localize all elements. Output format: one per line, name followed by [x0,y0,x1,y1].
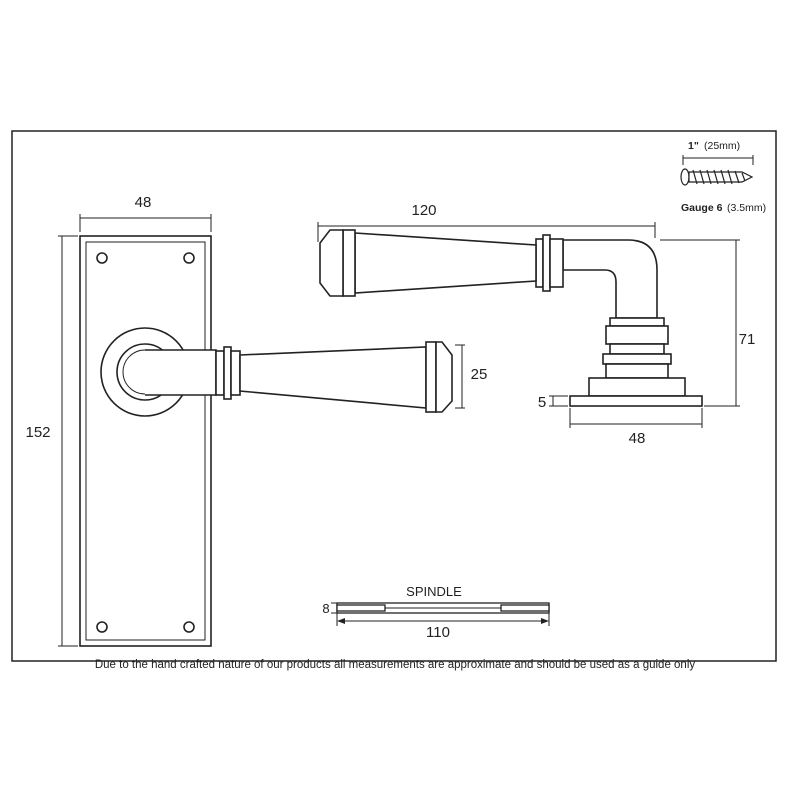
footer-disclaimer: Due to the hand crafted nature of our pr… [95,659,696,671]
screw-length-dimension [682,155,754,165]
spindle-label: SPINDLE [406,584,462,599]
lever-length-dimension [317,222,656,242]
backplate-front-view [79,235,212,647]
screw-gauge-label: Gauge 6 [681,202,723,214]
spindle-drawing [336,602,550,614]
rose-thickness-label: 5 [538,394,546,411]
lever-length-label: 120 [411,202,436,219]
screw-hole [183,252,195,264]
rose-diameter-dimension [569,408,703,428]
screw-hole [96,621,108,633]
plate-width-label: 48 [135,194,152,211]
lever-height-label: 71 [739,331,756,348]
screw-length-mm-label: (25mm) [704,140,740,152]
plate-width-dimension [79,214,212,232]
screw-gauge-mm-label: (3.5mm) [727,202,766,214]
lever-front-view [145,341,453,413]
rose-thickness-dimension [549,395,568,407]
drawing-frame [11,130,777,662]
spindle-size-dimension [331,602,337,614]
lever-height-dimension [660,239,740,407]
spindle-length-dimension [336,613,550,626]
plate-height-label: 152 [25,424,50,441]
screw-length-label: 1" [688,140,699,152]
screw-hole [96,252,108,264]
rose-diameter-label: 48 [629,430,646,447]
lever-projection-label: 25 [471,366,488,383]
lever-side-view [319,229,658,319]
screw-illustration [680,168,754,186]
plate-height-dimension [58,235,78,647]
spindle-size-label: 8 [322,601,329,616]
spindle-length-label: 110 [426,624,450,641]
lever-projection-dimension [455,344,465,409]
screw-hole [183,621,195,633]
neck-side-view [569,317,703,407]
